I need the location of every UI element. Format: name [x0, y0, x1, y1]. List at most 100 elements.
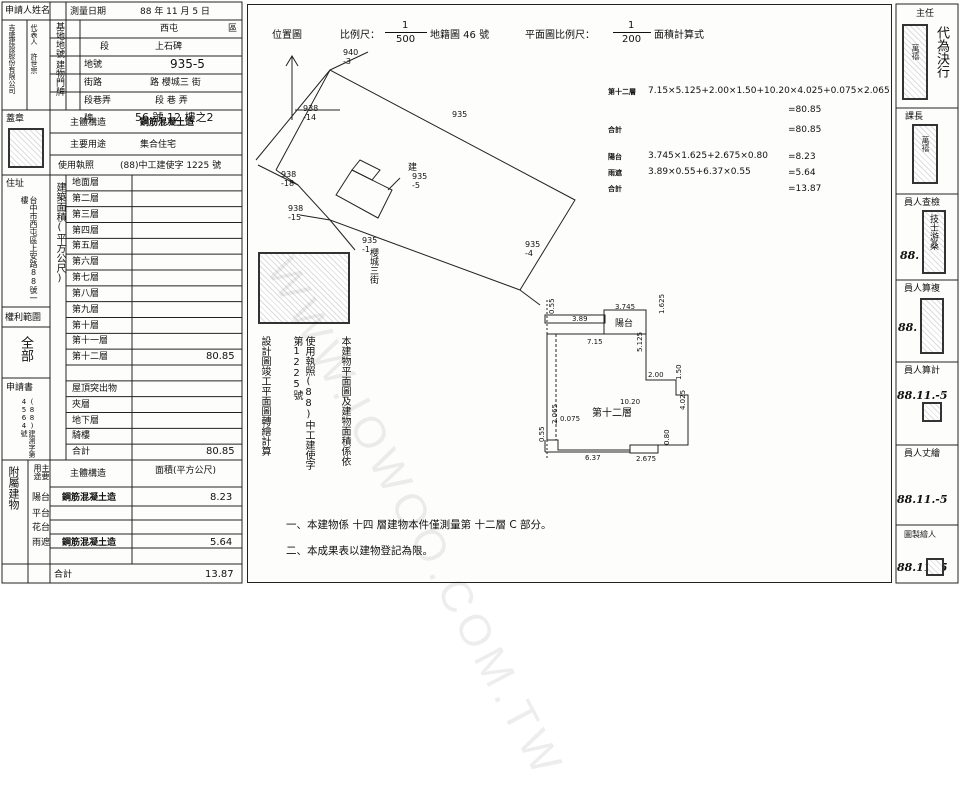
left-table-grid	[1, 1, 243, 584]
location-scale-den: 500	[396, 34, 416, 45]
floor-name: 第九層	[72, 304, 100, 315]
applicant-seal	[8, 128, 44, 168]
calc-result: =13.87	[788, 184, 822, 194]
floor-plan-drawing	[544, 300, 689, 460]
floor-name: 第六層	[72, 257, 100, 268]
calc-formula: 3.89×0.55+6.37×0.55	[648, 167, 751, 177]
plan-dimension: 2.00	[648, 371, 664, 379]
note-1: 一、本建物係 十四 層建物本件僅測量第 十二層 C 部分。	[286, 519, 552, 531]
area-group-label: 建築面積(平方公尺)	[54, 182, 65, 284]
plan-balcony-label: 陽台	[615, 319, 634, 329]
checker-seal	[922, 210, 946, 274]
plan-dimension: 6.37	[585, 454, 601, 462]
attached-label: 附屬建物	[7, 466, 20, 510]
lot-number: 938 -15	[288, 204, 304, 222]
lot-number: 935	[452, 110, 468, 119]
section-chief-label: 課長	[905, 112, 924, 122]
right-column-grid	[895, 3, 959, 584]
use: 集合住宅	[140, 140, 177, 150]
calc-review-seal	[920, 298, 944, 354]
director-name: 萬禧	[911, 44, 920, 60]
calc-review-label: 員人算複	[904, 284, 941, 294]
attached-area-label: 面積(平方公尺)	[155, 466, 217, 476]
plan-dimension: 0.075	[560, 415, 581, 423]
plan-dimension: 3.745	[615, 303, 636, 311]
calc-formula: 7.15×5.125+2.00×1.50+10.20×4.025+0.075×2…	[648, 86, 890, 96]
plan-floor-label: 第十二層	[592, 408, 632, 419]
number-label: 牌	[84, 114, 94, 124]
lot-number: 935 -4	[525, 240, 541, 258]
location-scale-bar	[385, 32, 427, 33]
floor-name: 第二層	[72, 193, 100, 204]
floor-area: 80.85	[206, 446, 235, 458]
application-label: 申請書	[6, 383, 34, 393]
director-label: 主任	[916, 9, 935, 19]
number: 56 號 12 樓之2	[135, 111, 214, 124]
lot-number: 935 -5	[412, 172, 428, 190]
vertical-note-2: 使用執照(88)中工建使字第1225號	[291, 336, 314, 470]
building-label: 建物門牌	[54, 60, 64, 96]
district: 西屯	[160, 24, 179, 34]
floor-name: 第十二層	[72, 352, 109, 363]
street-name: 櫻城三街	[368, 248, 378, 284]
plan-dimension: 7.15	[587, 338, 603, 346]
address: 台中市西屯區上安路88號一樓	[20, 196, 38, 302]
attached-use-label: 主要用途	[33, 464, 50, 480]
floor-name: 地面層	[72, 178, 100, 188]
lot-label: 地號	[84, 60, 103, 70]
district-label: 區	[228, 24, 238, 34]
lot-number: 935 -1	[362, 236, 378, 254]
lot-number: 938 -18	[281, 170, 297, 188]
floor-name: 第八層	[72, 288, 100, 299]
section-label: 段	[100, 42, 110, 52]
surveyor-seal	[258, 252, 350, 324]
floor-name: 屋頂突出物	[72, 383, 118, 394]
base-label: 基地地號	[54, 22, 64, 58]
floor-name: 第三層	[72, 209, 100, 220]
lane-label: 段巷弄	[84, 96, 112, 106]
structure: 鋼筋混凝土造	[140, 118, 195, 128]
checker-name: 技士游桑	[928, 214, 938, 250]
lot-building-label: 建	[408, 163, 418, 173]
location-map-drawing	[255, 51, 576, 306]
lot-number: 938 -14	[303, 104, 319, 122]
floor-name: 第四層	[72, 225, 100, 236]
calc-result: =80.85	[788, 105, 822, 115]
calc-result: =8.23	[788, 152, 816, 162]
survey-date: 88 年 11 月 5 日	[140, 7, 210, 17]
plan-scale-label: 平面圖比例尺：	[525, 30, 595, 41]
applicant-rep: 代表人 許世宗	[30, 24, 38, 74]
surveyor-date: 88.11.-5	[897, 493, 948, 506]
street: 路 櫻城三 街	[150, 78, 201, 88]
lot: 935-5	[170, 57, 205, 71]
calc-result: =80.85	[788, 125, 822, 135]
floor-name: 第十一層	[72, 336, 109, 347]
plan-dimension: 10.20	[620, 398, 641, 406]
calc-label: 員人算計	[904, 366, 941, 376]
lane: 段 巷 弄	[155, 96, 188, 106]
drafter-seal	[926, 558, 944, 576]
plan-scale-den: 200	[622, 34, 642, 45]
surveyor-label: 員人丈繪	[904, 449, 941, 459]
attached-total-label: 合計	[54, 570, 73, 580]
plan-dimension: 3.89	[572, 315, 588, 323]
floor-name: 騎樓	[72, 431, 91, 442]
floor-name: 夾層	[72, 399, 91, 410]
attached-total: 13.87	[205, 569, 234, 580]
attached-use: 平台	[32, 509, 51, 519]
calc-label: 陽台	[608, 153, 622, 161]
drafter-label: 圖製繪人	[904, 530, 936, 539]
attached-structure-label: 主體構造	[70, 469, 107, 479]
section: 上石碑	[155, 42, 183, 52]
attached-area: 8.23	[210, 492, 233, 503]
calc-result: =5.64	[788, 168, 816, 178]
attached-structure: 鋼筋混凝土造	[62, 493, 117, 503]
attached-use: 雨遮	[32, 538, 51, 548]
scale-label: 比例尺：	[340, 30, 380, 41]
location-scale-num: 1	[402, 20, 409, 31]
floor-name: 合計	[72, 447, 91, 458]
permit: (88)中工建使字 1225 號	[120, 161, 222, 171]
calc-date: 88.11.-5	[897, 389, 948, 402]
applicant-label: 申請人姓名	[5, 6, 51, 16]
